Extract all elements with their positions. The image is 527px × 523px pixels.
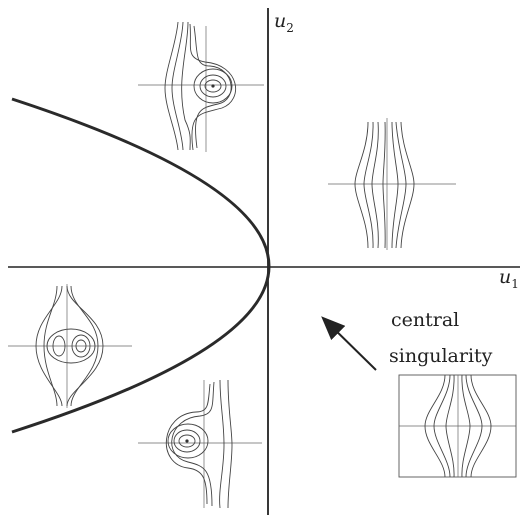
annotation-line-2: singularity bbox=[389, 345, 493, 367]
u2-axis-label: u2 bbox=[274, 10, 294, 35]
phase-portrait-right bbox=[328, 118, 456, 250]
bifurcation-parabola bbox=[11, 97, 271, 434]
phase-portrait-upper bbox=[138, 21, 264, 152]
annotation-line-1: central bbox=[391, 309, 459, 331]
annotation-arrow bbox=[321, 316, 377, 371]
u1-axis-label: u1 bbox=[499, 266, 519, 291]
phase-portrait-left bbox=[8, 284, 132, 408]
central-singularity-portrait bbox=[398, 374, 517, 478]
phase-portrait-lower bbox=[138, 379, 262, 509]
